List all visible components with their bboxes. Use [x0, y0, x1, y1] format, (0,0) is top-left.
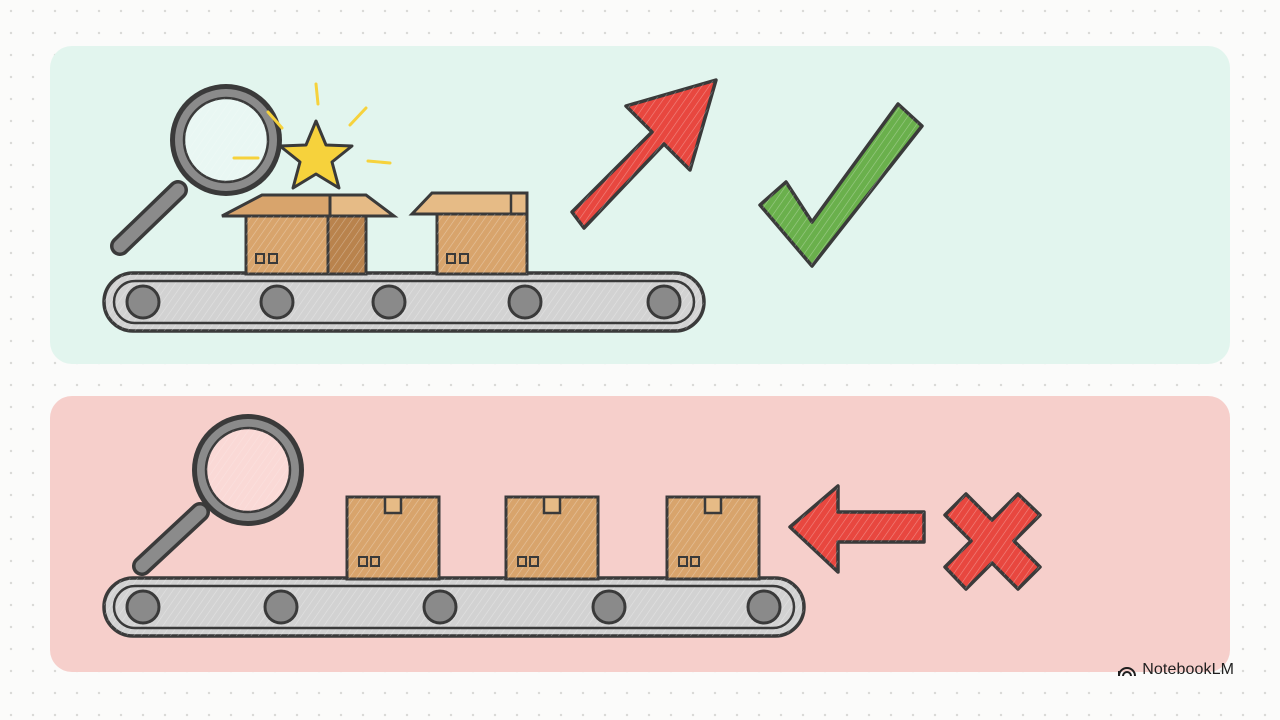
roller — [125, 284, 682, 320]
notebooklm-brand: NotebookLM — [1118, 661, 1234, 679]
box-icon — [665, 495, 761, 581]
top-scene — [102, 78, 924, 333]
box-icon — [345, 495, 441, 581]
magnifier-icon — [110, 84, 282, 256]
star-icon — [232, 82, 392, 190]
bottom-scene — [102, 414, 1042, 638]
open-box-icon — [221, 193, 399, 276]
notebooklm-logo-icon — [1118, 667, 1137, 677]
left-arrow-icon — [788, 484, 926, 574]
brand-name: NotebookLM — [1142, 661, 1234, 678]
up-arrow-icon — [570, 78, 718, 230]
checkmark-icon — [758, 102, 924, 268]
conveyor-belt-bottom — [102, 576, 806, 638]
magnifier-icon — [132, 414, 304, 576]
cross-icon — [943, 492, 1042, 591]
conveyor-belt-top — [102, 271, 706, 333]
roller — [125, 589, 782, 625]
box-icon — [504, 495, 600, 581]
box-icon — [408, 191, 529, 276]
